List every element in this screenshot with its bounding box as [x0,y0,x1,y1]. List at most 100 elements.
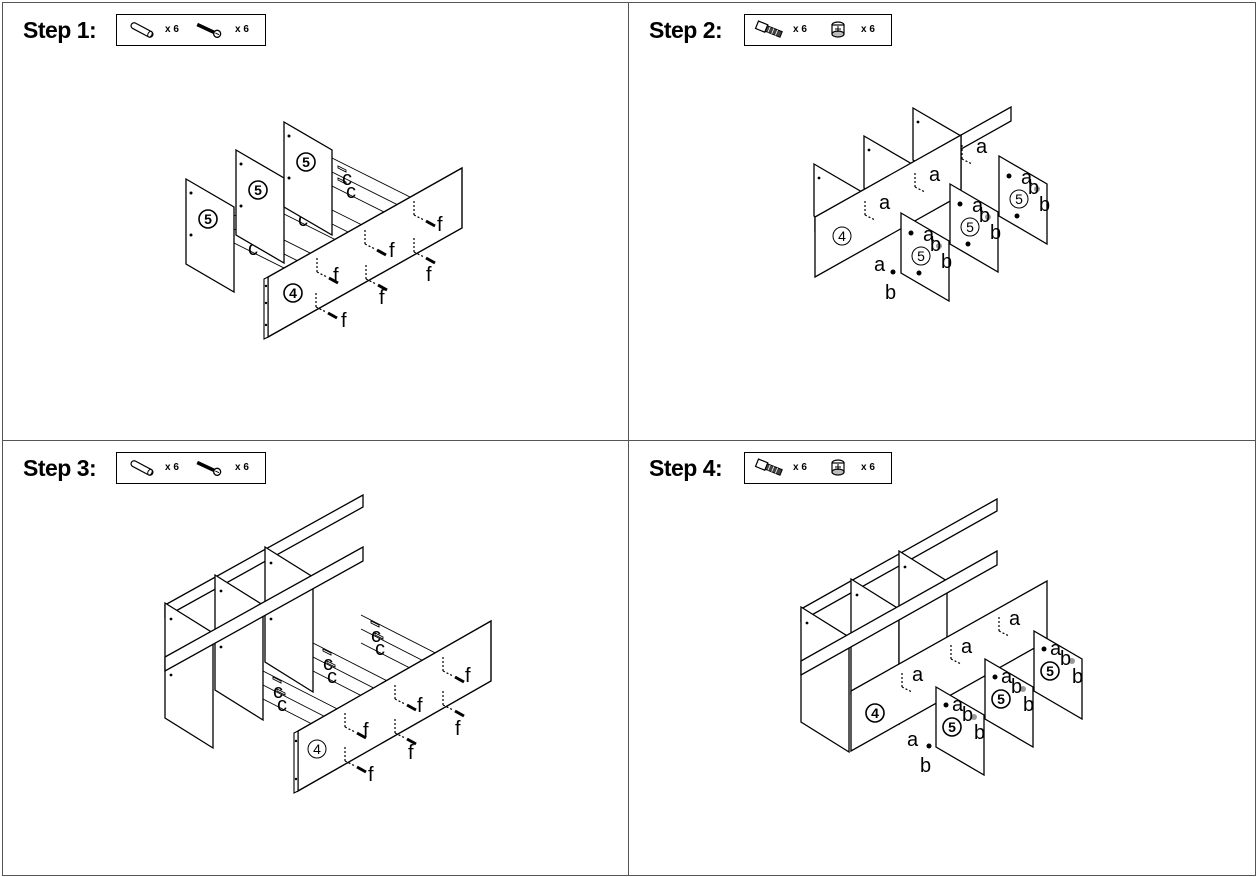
step1-screw-label: f [333,265,339,287]
step1-dowel-label: c [298,209,308,231]
step1-short-panel [185,177,235,294]
step-1-screw-qty: x 6 [235,24,249,35]
cam-lock-icon [831,21,845,38]
step4-cam-lock-label: b [962,704,973,726]
step4-cam-bolt-label: a [1050,638,1062,660]
step1-short-panel-label: 5 [302,154,310,170]
step1-short-panel-label: 5 [254,182,262,198]
step4-cam-lock-label: b [974,722,985,744]
dowel-icon [130,460,154,476]
step-4-cam-bolt-qty: x 6 [793,462,807,473]
step3-screw [406,737,417,746]
step4-bolt-dot [943,702,949,708]
step2-cam-bolt-label: a [972,195,984,217]
step3-screw-label: f [417,695,423,717]
step-2-cam-lock-qty: x 6 [861,24,875,35]
step4-hole [903,565,907,569]
step4-short-panel-label-circle [1040,661,1060,681]
step4-cam-bolt-label: a [907,729,919,751]
step1-hole [239,162,243,166]
step4-long-panel-label-circle [865,703,885,723]
step-4-hardware-box: x 6 x 6 [744,452,892,484]
step1-long-panel-label-circle [283,283,303,303]
step2-cam-lock-label: b [979,205,990,227]
step4-long-panel-label: 4 [871,705,879,721]
step2-cam-lock-mark [936,243,942,249]
step4-bolt-hole-leader [901,686,913,693]
dowel-icon [130,22,154,38]
step1-screw-hole-leader [413,251,425,258]
step3-screw-label: f [368,764,374,786]
step4-short-panel-label: 5 [948,719,956,735]
step4-middle-panel [800,549,998,677]
step1-screw-label: f [341,310,347,332]
step2-short-panel-label: 5 [966,219,974,235]
step3-screw-hole-leader [394,698,406,705]
step3-dowel [272,676,282,684]
step4-assembled-short-panel [800,605,850,754]
step3-long-panel-edge [293,730,299,794]
step3-dowel-label: c [327,666,337,688]
step3-screw-label: f [465,665,471,687]
step1-dowel-label: c [342,168,352,190]
step2-cam-lock-label: b [1039,194,1050,216]
step1-short-panel-label: 5 [204,211,212,227]
step1-edge-hole [264,323,268,327]
step3-dowel-label: c [371,625,381,647]
step2-bolt-hole-leader [961,158,973,165]
step1-screw [376,248,387,257]
step1-hole [189,191,193,195]
step3-hole [269,617,273,621]
step4-short-panel-label-circle [991,689,1011,709]
step2-bolt-dot [908,230,914,236]
step4-cam-lock-label: b [1060,648,1071,670]
step1-screw [327,311,338,320]
step2-short-panel-label: 5 [1015,191,1023,207]
step-2-title: Step 2: [649,17,723,43]
step-1-diagram: 5cc5cc5cc4ffffff [185,120,463,340]
step1-screw [328,276,339,285]
step1-hole [189,233,193,237]
step2-cam-lock-mark [985,214,991,220]
step2-bolt-dot [1006,173,1012,179]
step4-bolt-dot [992,674,998,680]
step2-bolt-hole-leader [914,186,926,193]
step3-hole [169,617,173,621]
step1-screw-hole-leader [413,214,425,221]
step-3-hardware-box: x 6 x 6 [116,452,266,484]
step4-cam-lock-mark [1069,658,1075,664]
step3-dowel [276,688,286,696]
step4-bolt-hole-leader [998,630,1010,637]
step1-screw-hole-leader [365,278,377,285]
step3-dowel [374,632,384,640]
step2-bolt-dot [890,269,896,275]
step4-cam-lock-label: b [920,755,931,777]
step4-cam-lock-label: b [1072,666,1083,688]
step4-bolt-dot [926,743,932,749]
step3-hole [269,561,273,565]
step3-edge-hole [294,739,298,743]
step2-bolt-dot [1014,213,1020,219]
step1-screw [377,283,388,292]
cam-bolt-icon [754,20,783,38]
step-3-dowel-qty: x 6 [165,462,179,473]
step1-long-panel-edge [263,276,269,340]
step3-screw-hole-leader [394,732,406,739]
step4-short-panel-label: 5 [1046,663,1054,679]
step2-short-panel-label: 5 [917,248,925,264]
step3-dowel-label: c [323,653,333,675]
step4-cam-bolt-label: a [952,694,964,716]
step1-screw-label: f [426,264,432,286]
step-4-cam-lock-qty: x 6 [861,462,875,473]
step3-dowel-label: c [273,681,283,703]
step4-cam-bolt-label: a [961,636,973,658]
step2-cam-bolt-label: a [976,136,988,158]
step1-hole [287,176,291,180]
step2-cam-lock-label: b [930,234,941,256]
step-2-hardware-box: x 6 x 6 [744,14,892,46]
step-2-cam-bolt-qty: x 6 [793,24,807,35]
step1-edge-hole [264,284,268,288]
